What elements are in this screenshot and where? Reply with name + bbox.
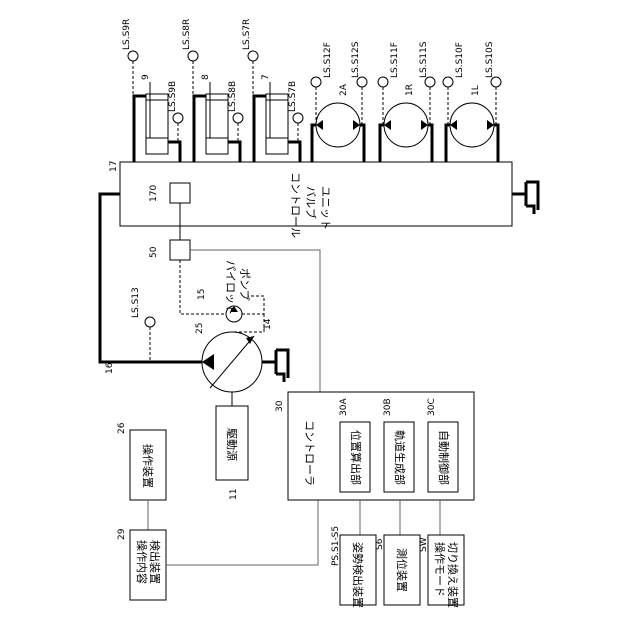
sensor-label-ls-s7r: LS.S7R xyxy=(242,19,252,50)
controller-label: コントローラ xyxy=(303,420,316,486)
cylinder-8 xyxy=(206,82,228,154)
ref-25: 25 xyxy=(195,323,205,334)
block-170 xyxy=(170,183,190,203)
ref-26: 26 xyxy=(117,422,127,434)
sensor-label-ls-s8b: LS.S8B xyxy=(228,81,238,112)
positioning-device-label: 測位装置 xyxy=(395,548,409,592)
pilot-pump-label: パイロット ポンプ xyxy=(224,260,251,315)
main-pump xyxy=(202,332,288,392)
auto-control-label: 自動制御部 xyxy=(437,430,451,485)
ref-9: 9 xyxy=(141,74,151,80)
ref-30c: 30C xyxy=(427,398,437,416)
ref-7: 7 xyxy=(261,74,271,80)
cylinder-9 xyxy=(146,82,168,154)
ref-16: 16 xyxy=(105,362,115,374)
ref-s6: S6 xyxy=(375,538,385,550)
ref-14: 14 xyxy=(263,318,273,330)
tank-icon xyxy=(512,182,538,214)
svg-text:パイロット: パイロット xyxy=(224,260,237,315)
sensor-label-ls-s10s: LS.S10S xyxy=(485,41,495,78)
position-calc-label: 位置算出部 xyxy=(349,430,363,485)
cylinder-7 xyxy=(266,82,288,154)
ref-30a: 30A xyxy=(339,398,349,416)
sensor-label-ls-s10f: LS.S10F xyxy=(455,42,465,78)
ref-8: 8 xyxy=(201,74,211,80)
ref-15: 15 xyxy=(197,289,207,300)
ref-2a: 2A xyxy=(339,83,349,96)
ref-11: 11 xyxy=(229,489,239,500)
sensor-label-ls-s12f: LS.S12F xyxy=(323,42,333,78)
ref-1r: 1R xyxy=(405,84,415,96)
ref-30: 30 xyxy=(275,400,285,412)
sensor-label-ls-s9b: LS.S9B xyxy=(168,81,178,112)
ref-50: 50 xyxy=(149,246,159,258)
svg-text:コントロール: コントロール xyxy=(289,172,302,238)
drive-source-label: 駆動源 xyxy=(225,428,239,461)
svg-text:操作モード: 操作モード xyxy=(433,542,447,597)
attitude-detector-label: 姿勢検出装置 xyxy=(351,542,365,608)
svg-text:ユニット: ユニット xyxy=(319,186,332,230)
trajectory-gen-label: 軌道生成部 xyxy=(393,430,407,485)
ref-170: 170 xyxy=(149,185,159,202)
svg-text:切り換え装置: 切り換え装置 xyxy=(446,542,459,608)
sensor-label-ls-s8r: LS.S8R xyxy=(182,19,192,50)
operation-device-label: 操作装置 xyxy=(141,444,155,488)
ref-sw: SW xyxy=(419,537,429,552)
svg-text:検出装置: 検出装置 xyxy=(148,540,162,584)
ref-29: 29 xyxy=(117,528,127,540)
ref-30b: 30B xyxy=(383,398,393,416)
svg-text:ポンプ: ポンプ xyxy=(238,268,251,301)
sensor-label-ls-s12s: LS.S12S xyxy=(351,41,361,78)
sensor-label-ls-s11s: LS.S11S xyxy=(419,41,429,78)
sensor-label-ls-s13: LS.S13 xyxy=(131,287,141,318)
ref-1l: 1L xyxy=(471,85,481,96)
svg-text:バルブ: バルブ xyxy=(304,186,318,219)
svg-text:操作内容: 操作内容 xyxy=(135,540,149,584)
ref-17: 17 xyxy=(109,161,119,172)
ref-ps: PS.S1-S5 xyxy=(331,526,341,566)
operation-detector-label: 操作内容 検出装置 xyxy=(135,540,162,584)
sensor-label-ls-s9r: LS.S9R xyxy=(122,19,132,50)
sensor-label-ls-s7b: LS.S7B xyxy=(288,81,298,112)
sensor-label-ls-s11f: LS.S11F xyxy=(390,42,400,78)
block-50 xyxy=(170,240,190,260)
